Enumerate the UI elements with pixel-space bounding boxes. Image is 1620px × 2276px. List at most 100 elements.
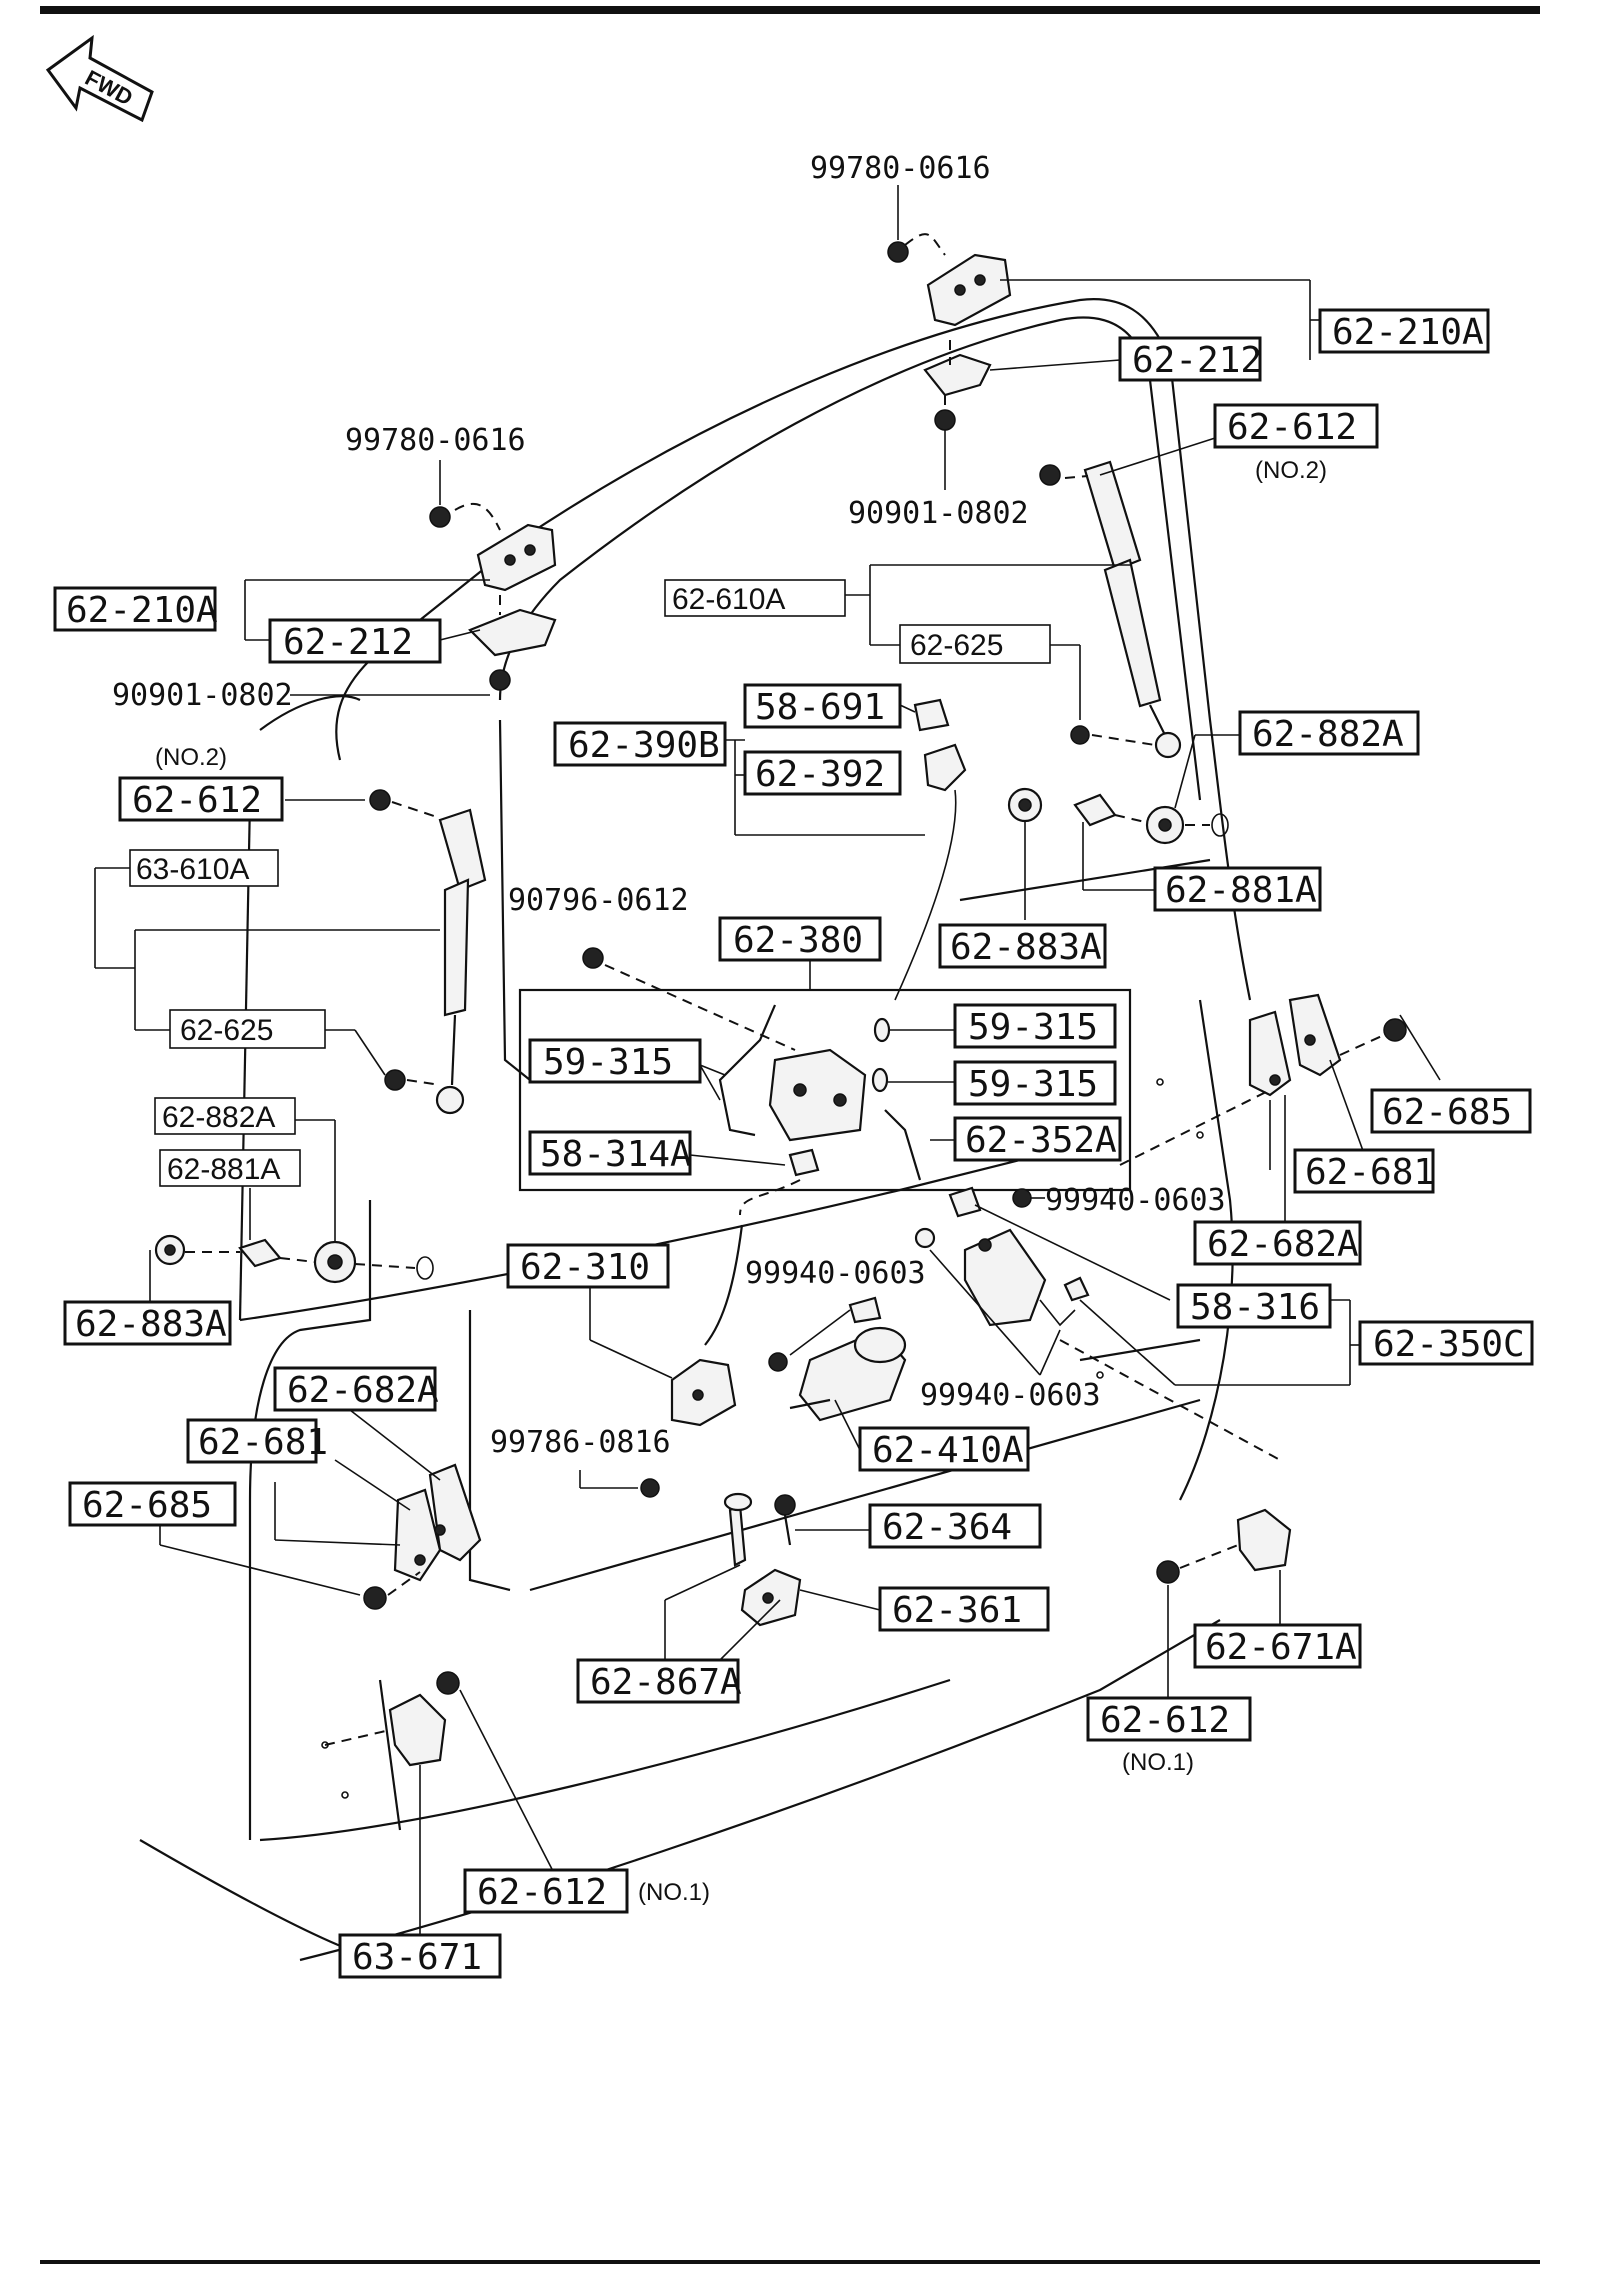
svg-text:62-212: 62-212 [283,622,413,663]
upper-hinge-right [887,233,1012,490]
callout-59-315-c: 59-315 [953,1060,1117,1106]
svg-text:59-315: 59-315 [543,1042,673,1083]
label-90796-0612: 90796-0612 [508,883,689,918]
label-99780-0616-left: 99780-0616 [345,423,526,458]
svg-text:62-210A: 62-210A [1332,312,1484,353]
callout-62-882A-right: 62-882A [1238,710,1420,756]
callout-58-691: 58-691 [743,683,902,729]
svg-text:62-685: 62-685 [1382,1092,1512,1133]
callout-62-352A: 62-352A [953,1116,1122,1162]
callout-62-685-right: 62-685 [1370,1088,1532,1134]
svg-text:62-612: 62-612 [477,1872,607,1913]
svg-text:59-315: 59-315 [968,1064,1098,1105]
label-90901-0802-left: 90901-0802 [112,678,293,713]
callout-62-681-right: 62-681 [1293,1148,1435,1194]
svg-text:62-883A: 62-883A [950,927,1102,968]
switch-cap [894,698,967,1001]
callout-62-612-no1-right: 62-612 [1086,1696,1252,1742]
callout-59-315-a: 59-315 [953,1003,1117,1049]
lower-hinge-right [1119,993,1407,1166]
label-99940-0603-b: 99940-0603 [745,1256,926,1291]
assembly-group-62-380 [518,988,1132,1192]
callout-62-364: 62-364 [868,1503,1042,1549]
latch-housing [640,1358,737,1498]
svg-text:62-610A: 62-610A [672,583,785,616]
callout-62-612-no1-left: 62-612 [463,1868,629,1914]
svg-text:62-883A: 62-883A [75,1304,227,1345]
gas-strut-right [1039,460,1182,759]
handle-bracket [718,1004,922,1181]
lower-hinge-left [363,1463,482,1610]
svg-text:62-310: 62-310 [520,1247,650,1288]
callout-62-380: 62-380 [718,916,882,962]
label-90901-0802-right: 90901-0802 [848,496,1029,531]
callout-58-314A: 58-314A [528,1130,692,1176]
svg-text:62-350C: 62-350C [1373,1324,1525,1365]
callout-62-867A: 62-867A [576,1658,742,1704]
svg-text:62-681: 62-681 [198,1422,328,1463]
svg-text:58-314A: 58-314A [540,1134,692,1175]
callout-62-883A-right: 62-883A [938,923,1107,969]
svg-text:62-410A: 62-410A [872,1430,1024,1471]
callout-62-685-left: 62-685 [68,1481,237,1527]
callout-62-681-left: 62-681 [186,1418,328,1464]
callout-62-612-no2-left: 62-612 [118,776,284,822]
callout-62-881A-right: 62-881A [1153,866,1322,912]
fwd-arrow-icon: FWD [45,34,154,123]
svg-text:62-210A: 62-210A [66,590,218,631]
callout-62-612-no2-right: 62-612 [1213,403,1379,449]
svg-text:62-625: 62-625 [180,1014,273,1047]
callout-59-315-b: 59-315 [528,1038,702,1084]
bolt-90796-0612 [582,947,604,969]
callout-62-671A: 62-671A [1193,1623,1362,1669]
label-99780-0616-top: 99780-0616 [810,151,991,186]
callout-63-671: 63-671 [338,1933,502,1979]
upper-hinge-left [429,503,557,691]
latch-striker [723,1492,802,1627]
svg-text:62-361: 62-361 [892,1590,1022,1631]
svg-text:62-352A: 62-352A [965,1120,1117,1161]
svg-text:62-881A: 62-881A [167,1153,280,1186]
lock-cylinder [768,1296,907,1422]
callout-62-310: 62-310 [506,1243,670,1289]
callout-62-212-left: 62-212 [268,618,442,664]
callout-62-410A: 62-410A [858,1426,1030,1472]
label-99940-0603-c: 99940-0603 [920,1378,1101,1413]
callout-62-881A-left: 62-881A [159,1149,301,1187]
svg-text:62-682A: 62-682A [287,1370,439,1411]
svg-text:62-212: 62-212 [1132,340,1262,381]
svg-text:62-671A: 62-671A [1205,1627,1357,1668]
svg-text:62-882A: 62-882A [1252,714,1404,755]
callout-62-882A-left: 62-882A [154,1097,296,1135]
callout-62-625-right: 62-625 [899,624,1051,664]
callout-62-212-right: 62-212 [1118,336,1262,382]
svg-text:62-612: 62-612 [1227,407,1357,448]
callout-62-210A-right: 62-210A [1318,308,1490,354]
svg-text:62-380: 62-380 [733,920,863,961]
label-99940-0603-a: 99940-0603 [1045,1183,1226,1218]
svg-text:62-882A: 62-882A [162,1101,275,1134]
callout-62-682A-left: 62-682A [273,1366,439,1412]
svg-text:59-315: 59-315 [968,1007,1098,1048]
svg-text:62-364: 62-364 [882,1507,1012,1548]
clips [871,1017,955,1093]
callout-62-390B: 62-390B [553,721,727,767]
callout-62-350C: 62-350C [1358,1320,1534,1366]
svg-text:62-867A: 62-867A [590,1662,742,1703]
callout-58-316: 58-316 [1176,1283,1332,1329]
svg-text:62-612: 62-612 [1100,1700,1230,1741]
svg-text:62-612: 62-612 [132,780,262,821]
label-99786-0816: 99786-0816 [490,1425,671,1460]
callout-62-625-left: 62-625 [169,1009,326,1049]
svg-text:62-685: 62-685 [82,1485,212,1526]
note-no2-left: (NO.2) [155,744,227,771]
callout-62-682A-right: 62-682A [1193,1220,1362,1266]
callout-62-210A-left: 62-210A [53,586,218,632]
bracket-62-671A [1156,1508,1292,1584]
bumper-right [1007,787,1229,845]
svg-text:62-390B: 62-390B [568,725,720,766]
svg-text:58-316: 58-316 [1190,1287,1320,1328]
callout-63-610A-left: 63-610A [129,849,279,887]
svg-text:62-681: 62-681 [1305,1152,1435,1193]
